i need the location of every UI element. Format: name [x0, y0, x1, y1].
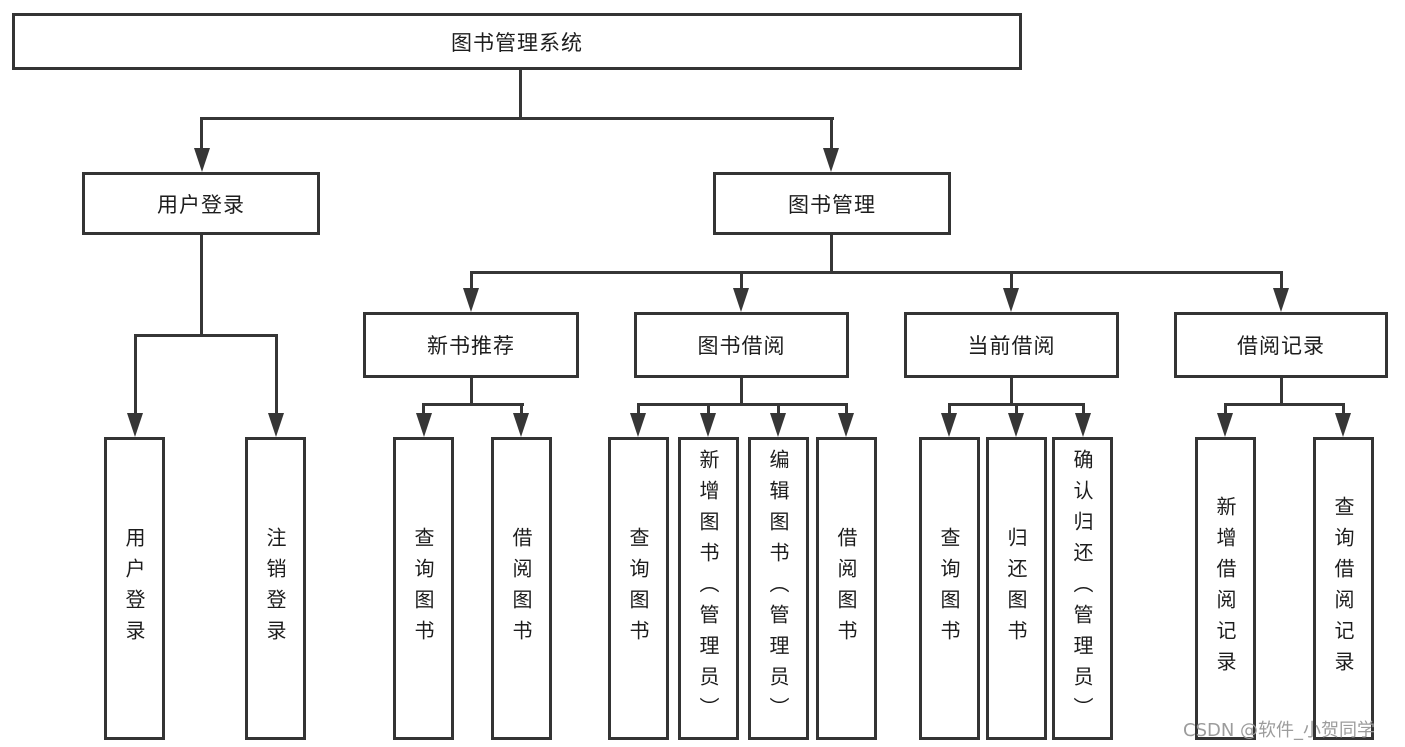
leaf-bb-query-book: 查询图书 — [608, 437, 669, 740]
connector-line — [470, 271, 473, 291]
arrow-down-icon — [630, 413, 646, 437]
node-user-login: 用户登录 — [82, 172, 320, 235]
arrow-down-icon — [700, 413, 716, 437]
connector-line — [777, 403, 780, 417]
connector-line — [519, 70, 522, 120]
leaf-br-add-record: 新增借阅记录 — [1195, 437, 1256, 740]
arrow-down-icon — [1273, 288, 1289, 312]
arrow-down-icon — [838, 413, 854, 437]
connector-line — [275, 334, 278, 416]
connector-line — [200, 235, 203, 337]
arrow-down-icon — [127, 413, 143, 437]
connector-line — [1010, 378, 1013, 406]
leaf-cb-confirm-return: 确认归还（管理员） — [1052, 437, 1113, 740]
leaf-cb-return-book-label: 归还图书 — [1004, 526, 1028, 651]
leaf-cb-query-book-label: 查询图书 — [937, 526, 961, 651]
leaf-cb-query-book: 查询图书 — [919, 437, 980, 740]
leaf-rec-query-book: 查询图书 — [393, 437, 454, 740]
arrow-down-icon — [1335, 413, 1351, 437]
connector-line — [637, 403, 848, 406]
arrow-down-icon — [268, 413, 284, 437]
arrow-down-icon — [1003, 288, 1019, 312]
connector-line — [1224, 403, 1345, 406]
arrow-down-icon — [1008, 413, 1024, 437]
connector-line — [200, 117, 203, 151]
connector-line — [948, 403, 951, 417]
leaf-user-login-label: 用户登录 — [122, 526, 146, 651]
node-book-management-label: 图书管理 — [788, 192, 876, 217]
node-new-book-recommendation: 新书推荐 — [363, 312, 579, 378]
arrow-down-icon — [770, 413, 786, 437]
arrow-down-icon — [733, 288, 749, 312]
leaf-rec-query-book-label: 查询图书 — [411, 526, 435, 651]
node-book-borrowing: 图书借阅 — [634, 312, 849, 378]
leaf-bb-edit-book: 编辑图书（管理员） — [748, 437, 809, 740]
arrow-down-icon — [1217, 413, 1233, 437]
connector-line — [134, 334, 137, 416]
leaf-br-add-record-label: 新增借阅记录 — [1213, 495, 1237, 682]
leaf-br-query-record: 查询借阅记录 — [1313, 437, 1374, 740]
node-root: 图书管理系统 — [12, 13, 1022, 70]
leaf-bb-borrow-book-label: 借阅图书 — [834, 526, 858, 651]
leaf-bb-add-book: 新增图书（管理员） — [678, 437, 739, 740]
leaf-cb-return-book: 归还图书 — [986, 437, 1047, 740]
node-current-borrowing-label: 当前借阅 — [967, 334, 1056, 358]
connector-line — [637, 403, 640, 417]
connector-line — [845, 403, 848, 417]
connector-line — [1015, 403, 1018, 417]
connector-line — [134, 334, 278, 337]
csdn-watermark: CSDN @软件_小贺同学 — [1183, 720, 1376, 741]
arrow-down-icon — [941, 413, 957, 437]
connector-line — [740, 271, 743, 291]
leaf-logout: 注销登录 — [245, 437, 306, 740]
leaf-user-login: 用户登录 — [104, 437, 165, 740]
connector-line — [1342, 403, 1345, 417]
leaf-bb-add-book-label: 新增图书（管理员） — [696, 449, 720, 728]
connector-line — [740, 378, 743, 406]
connector-line — [470, 271, 1283, 274]
node-root-label: 图书管理系统 — [451, 30, 583, 55]
connector-line — [200, 117, 834, 120]
node-book-management: 图书管理 — [713, 172, 951, 235]
connector-line — [707, 403, 710, 417]
leaf-cb-confirm-return-label: 确认归还（管理员） — [1070, 449, 1094, 728]
connector-line — [830, 235, 833, 274]
connector-line — [422, 403, 524, 406]
connector-line — [1224, 403, 1227, 417]
arrow-down-icon — [513, 413, 529, 437]
leaf-bb-edit-book-label: 编辑图书（管理员） — [766, 449, 790, 728]
arrow-down-icon — [1075, 413, 1091, 437]
node-book-borrowing-label: 图书借阅 — [697, 334, 786, 358]
connector-line — [520, 403, 523, 417]
leaf-rec-borrow-book-label: 借阅图书 — [509, 526, 533, 651]
connector-line — [1010, 271, 1013, 291]
connector-line — [1082, 403, 1085, 417]
node-current-borrowing: 当前借阅 — [904, 312, 1119, 378]
connector-line — [1280, 378, 1283, 406]
node-borrowing-records-label: 借阅记录 — [1237, 334, 1325, 358]
connector-line — [1280, 271, 1283, 291]
arrow-down-icon — [463, 288, 479, 312]
connector-line — [422, 403, 425, 417]
arrow-down-icon — [416, 413, 432, 437]
arrow-down-icon — [194, 148, 210, 172]
connector-line — [830, 117, 833, 151]
leaf-br-query-record-label: 查询借阅记录 — [1331, 495, 1355, 682]
leaf-logout-label: 注销登录 — [263, 526, 287, 651]
node-new-book-recommendation-label: 新书推荐 — [427, 334, 515, 358]
leaf-bb-query-book-label: 查询图书 — [626, 526, 650, 651]
node-user-login-label: 用户登录 — [157, 192, 245, 217]
leaf-bb-borrow-book: 借阅图书 — [816, 437, 877, 740]
leaf-rec-borrow-book: 借阅图书 — [491, 437, 552, 740]
node-borrowing-records: 借阅记录 — [1174, 312, 1388, 378]
arrow-down-icon — [823, 148, 839, 172]
connector-line — [470, 378, 473, 406]
